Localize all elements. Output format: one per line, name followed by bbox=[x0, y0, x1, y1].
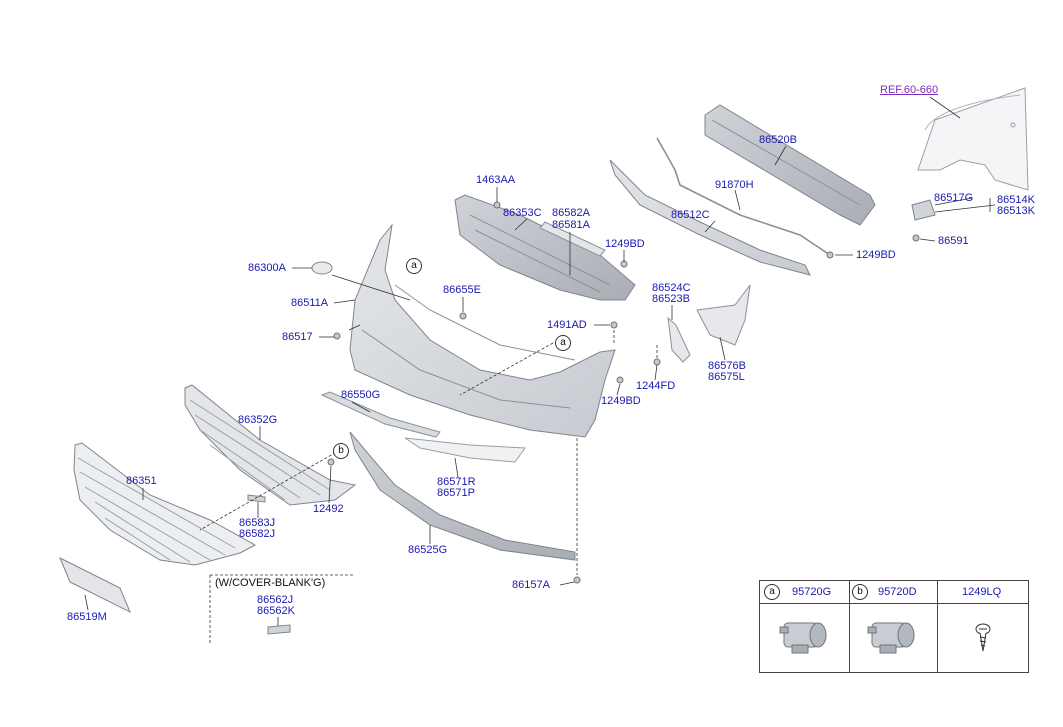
screw-1244FD bbox=[653, 358, 661, 366]
label-12492[interactable]: 12492 bbox=[313, 503, 344, 515]
absorber-part[interactable] bbox=[704, 104, 876, 226]
grille-upper-part[interactable] bbox=[184, 384, 357, 506]
label-1249BD-lower[interactable]: 1249BD bbox=[601, 395, 641, 407]
lower-lip-part[interactable] bbox=[349, 431, 576, 561]
label-86517[interactable]: 86517 bbox=[282, 331, 313, 343]
label-86523B[interactable]: 86523B bbox=[652, 293, 690, 305]
legend-part-95720G[interactable]: 95720G bbox=[792, 586, 832, 598]
label-86514K[interactable]: 86514K bbox=[997, 194, 1035, 206]
label-91870H[interactable]: 91870H bbox=[715, 179, 754, 191]
legend-header-divider bbox=[760, 603, 1028, 604]
legend-divider-2 bbox=[937, 581, 938, 672]
legend-table: a 95720G b 95720D 1249LQ bbox=[759, 580, 1029, 673]
label-1491AD[interactable]: 1491AD bbox=[547, 319, 587, 331]
label-86519M[interactable]: 86519M bbox=[67, 611, 107, 623]
label-86511A[interactable]: 86511A bbox=[291, 297, 329, 309]
label-1249BD-upper[interactable]: 1249BD bbox=[605, 238, 645, 250]
screw-1463AA bbox=[493, 201, 501, 209]
leader-lines bbox=[84, 96, 996, 626]
label-86576B[interactable]: 86576B bbox=[708, 360, 746, 372]
legend-marker-a: a bbox=[764, 584, 780, 600]
grille-reinforcement-part[interactable] bbox=[454, 194, 636, 301]
label-86351[interactable]: 86351 bbox=[126, 475, 157, 487]
emblem-part[interactable] bbox=[311, 261, 333, 275]
cover-blank-note: (W/COVER-BLANK'G) bbox=[215, 577, 326, 589]
screw-1249BD-right bbox=[826, 251, 834, 259]
label-86562K[interactable]: 86562K bbox=[257, 605, 295, 617]
ref-link[interactable]: REF.60-660 bbox=[880, 84, 939, 96]
label-86591[interactable]: 86591 bbox=[938, 235, 969, 247]
side-cover-part[interactable] bbox=[696, 284, 751, 346]
callout-a-upper: a bbox=[406, 258, 422, 274]
label-86524C[interactable]: 86524C bbox=[652, 282, 691, 294]
clip-1491AD bbox=[610, 321, 618, 329]
label-86571P[interactable]: 86571P bbox=[437, 487, 475, 499]
label-86353C[interactable]: 86353C bbox=[503, 207, 542, 219]
legend-divider-1 bbox=[849, 581, 850, 672]
screw-1249BD-lower bbox=[616, 376, 624, 384]
label-86513K[interactable]: 86513K bbox=[997, 205, 1035, 217]
parking-sensor-icon-a bbox=[779, 622, 827, 654]
label-86583J[interactable]: 86583J bbox=[239, 517, 276, 529]
grille-lower-part[interactable] bbox=[73, 442, 257, 566]
label-86582A[interactable]: 86582A bbox=[552, 207, 590, 219]
plate-part[interactable] bbox=[59, 556, 131, 614]
label-1244FD[interactable]: 1244FD bbox=[636, 380, 676, 392]
clip-86655E bbox=[459, 312, 467, 320]
fender-part[interactable] bbox=[917, 87, 1029, 191]
legend-marker-b: b bbox=[852, 584, 868, 600]
molding-part[interactable] bbox=[404, 437, 526, 463]
bracket-part[interactable] bbox=[539, 221, 606, 257]
cover-blank-part[interactable] bbox=[267, 624, 291, 635]
label-86562J[interactable]: 86562J bbox=[257, 594, 294, 606]
screw-icon bbox=[975, 623, 991, 652]
clip-12492 bbox=[327, 458, 335, 466]
bumper-cover-part[interactable] bbox=[349, 223, 616, 438]
side-bracket-part[interactable] bbox=[667, 316, 691, 363]
parking-sensor-icon-b bbox=[867, 622, 915, 654]
label-86655E[interactable]: 86655E bbox=[443, 284, 481, 296]
label-86520B[interactable]: 86520B bbox=[759, 134, 797, 146]
clip-86517 bbox=[333, 332, 341, 340]
screw-86157A bbox=[573, 576, 581, 584]
lower-strip-part[interactable] bbox=[609, 159, 811, 276]
label-86157A[interactable]: 86157A bbox=[512, 579, 550, 591]
label-86517G[interactable]: 86517G bbox=[934, 192, 974, 204]
legend-part-1249LQ[interactable]: 1249LQ bbox=[962, 586, 1002, 598]
callout-b: b bbox=[333, 443, 349, 459]
label-86571R[interactable]: 86571R bbox=[437, 476, 476, 488]
label-86525G[interactable]: 86525G bbox=[408, 544, 448, 556]
label-86581A[interactable]: 86581A bbox=[552, 219, 590, 231]
label-86575L[interactable]: 86575L bbox=[708, 371, 745, 383]
fasteners bbox=[327, 201, 920, 584]
legend-part-95720D[interactable]: 95720D bbox=[878, 586, 917, 598]
callout-a-lower: a bbox=[555, 335, 571, 351]
screw-86591 bbox=[912, 234, 920, 242]
upper-trim-strip[interactable] bbox=[320, 391, 441, 438]
wiring-harness[interactable] bbox=[656, 137, 831, 256]
label-1249BD-right[interactable]: 1249BD bbox=[856, 249, 896, 261]
assembly-lines bbox=[199, 267, 658, 645]
label-1463AA[interactable]: 1463AA bbox=[476, 174, 516, 186]
label-86352G[interactable]: 86352G bbox=[238, 414, 278, 426]
label-86512C[interactable]: 86512C bbox=[671, 209, 710, 221]
fender-bracket-part[interactable] bbox=[911, 199, 936, 221]
label-86582J[interactable]: 86582J bbox=[239, 528, 276, 540]
label-86300A[interactable]: 86300A bbox=[248, 262, 286, 274]
label-86550G[interactable]: 86550G bbox=[341, 389, 381, 401]
